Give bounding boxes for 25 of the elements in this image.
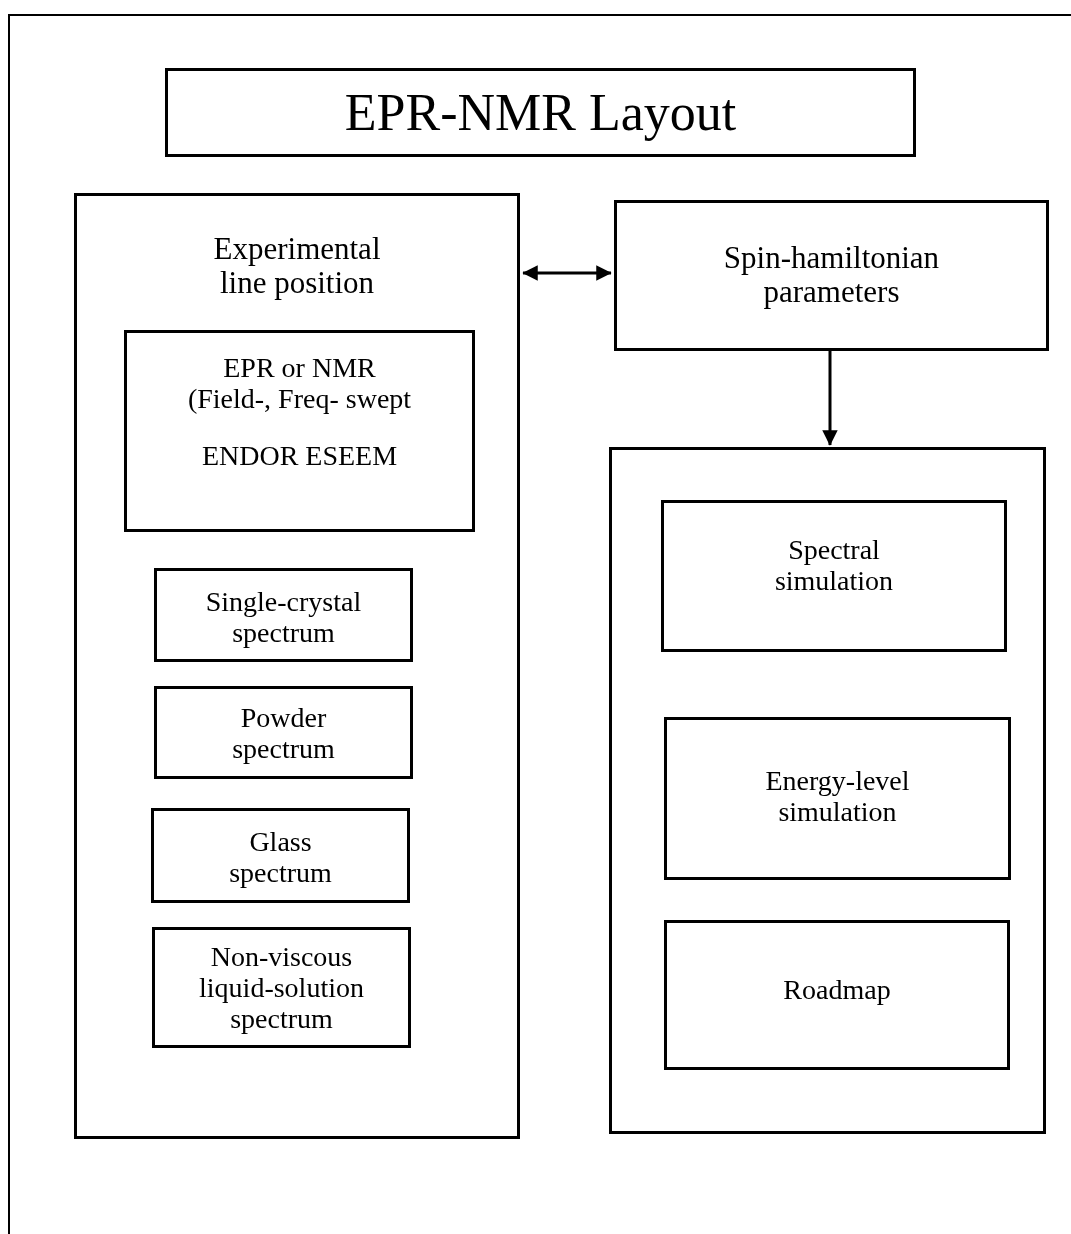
- process-box: [664, 920, 1010, 1070]
- process-box: [151, 808, 410, 903]
- group-box: [609, 447, 1046, 1134]
- box-label: Roadmap: [782, 975, 892, 1006]
- process-box: [661, 500, 1007, 652]
- process-box: [74, 193, 520, 1139]
- box-label: Spin-hamiltonian parameters: [722, 241, 941, 310]
- arrow: [522, 265, 612, 281]
- box-label: Energy-level simulation: [764, 766, 911, 828]
- box-label: EPR or NMR (Field-, Freq- swept: [186, 353, 413, 415]
- box-label: Spectral simulation: [773, 535, 895, 597]
- diagram-title: EPR-NMR Layout: [344, 86, 737, 139]
- box-label: Experimental line position: [212, 232, 382, 301]
- process-box: [664, 717, 1011, 880]
- arrow: [822, 351, 838, 446]
- process-box: [154, 568, 413, 662]
- process-box: [152, 927, 411, 1048]
- box-label: Non-viscous liquid-solution spectrum: [198, 942, 365, 1035]
- box-label: Glass spectrum: [228, 827, 333, 889]
- box-label: Powder spectrum: [231, 703, 336, 765]
- box-label: Single-crystal spectrum: [204, 587, 363, 649]
- box-label: ENDOR ESEEM: [200, 440, 399, 472]
- process-box: [124, 330, 475, 532]
- process-box: [154, 686, 413, 779]
- process-box: [614, 200, 1049, 351]
